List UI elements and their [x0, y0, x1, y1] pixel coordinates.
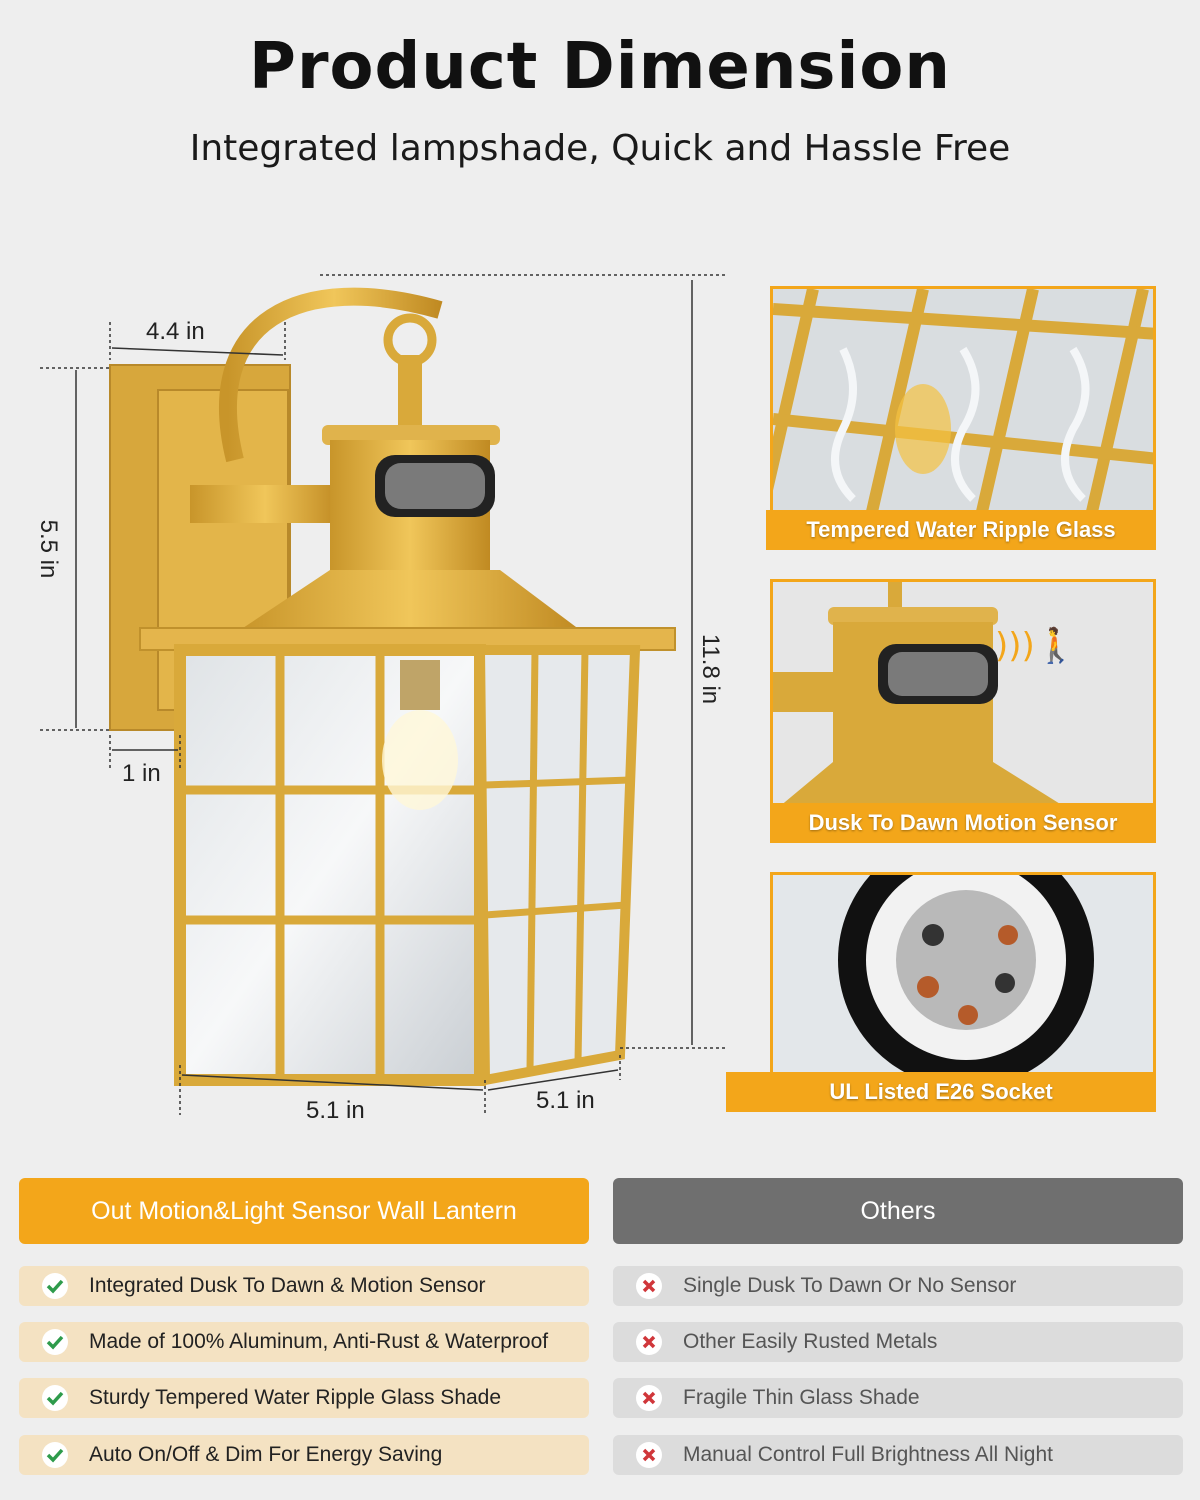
ours-row: Sturdy Tempered Water Ripple Glass Shade — [19, 1378, 589, 1418]
page-title: Product Dimension — [249, 30, 951, 104]
others-row: Other Easily Rusted Metals — [613, 1322, 1183, 1362]
cross-icon — [635, 1441, 663, 1469]
feature-caption-glass: Tempered Water Ripple Glass — [766, 510, 1156, 550]
feature-card-socket — [770, 872, 1156, 1112]
ours-row: Auto On/Off & Dim For Energy Saving — [19, 1435, 589, 1475]
walking-person-icon: )))🚶 — [995, 626, 1078, 666]
ours-row-text: Auto On/Off & Dim For Energy Saving — [89, 1443, 443, 1466]
dimension-backplate-height: 5.5 in — [35, 519, 62, 579]
others-row-text: Other Easily Rusted Metals — [683, 1330, 938, 1353]
others-row-text: Fragile Thin Glass Shade — [683, 1386, 920, 1409]
ours-row-text: Integrated Dusk To Dawn & Motion Sensor — [89, 1274, 486, 1297]
dimension-arm-width: 4.4 in — [146, 318, 205, 345]
others-row: Fragile Thin Glass Shade — [613, 1378, 1183, 1418]
others-row: Manual Control Full Brightness All Night — [613, 1435, 1183, 1475]
others-header: Others — [613, 1178, 1183, 1244]
page-subtitle: Integrated lampshade, Quick and Hassle F… — [189, 128, 1011, 169]
check-icon — [41, 1384, 69, 1412]
others-row-text: Manual Control Full Brightness All Night — [683, 1443, 1054, 1466]
dimension-total-height: 11.8 in — [697, 633, 724, 705]
others-row-text: Single Dusk To Dawn Or No Sensor — [683, 1274, 1017, 1297]
ours-row: Integrated Dusk To Dawn & Motion Sensor — [19, 1266, 589, 1306]
feature-caption-sensor: Dusk To Dawn Motion Sensor — [770, 803, 1156, 843]
others-row: Single Dusk To Dawn Or No Sensor — [613, 1266, 1183, 1306]
ours-header: Out Motion&Light Sensor Wall Lantern — [19, 1178, 589, 1244]
ours-row-text: Sturdy Tempered Water Ripple Glass Shade — [89, 1386, 502, 1409]
e26-socket-closeup — [773, 875, 1153, 1109]
dimension-front-width: 5.1 in — [306, 1097, 365, 1124]
check-icon — [41, 1272, 69, 1300]
feature-card-sensor: )))🚶 — [770, 579, 1156, 841]
ours-row: Made of 100% Aluminum, Anti-Rust & Water… — [19, 1322, 589, 1362]
feature-caption-socket: UL Listed E26 Socket — [726, 1072, 1156, 1112]
cross-icon — [635, 1328, 663, 1356]
dimension-side-depth: 5.1 in — [536, 1087, 595, 1114]
motion-sensor-closeup — [773, 582, 1153, 838]
check-icon — [41, 1328, 69, 1356]
ours-row-text: Made of 100% Aluminum, Anti-Rust & Water… — [89, 1330, 549, 1353]
lamp-illustration — [40, 274, 725, 1115]
dimension-backplate-depth: 1 in — [122, 760, 161, 787]
cross-icon — [635, 1272, 663, 1300]
feature-card-glass — [770, 286, 1156, 548]
ripple-glass-closeup — [773, 289, 1153, 545]
check-icon — [41, 1441, 69, 1469]
cross-icon — [635, 1384, 663, 1412]
